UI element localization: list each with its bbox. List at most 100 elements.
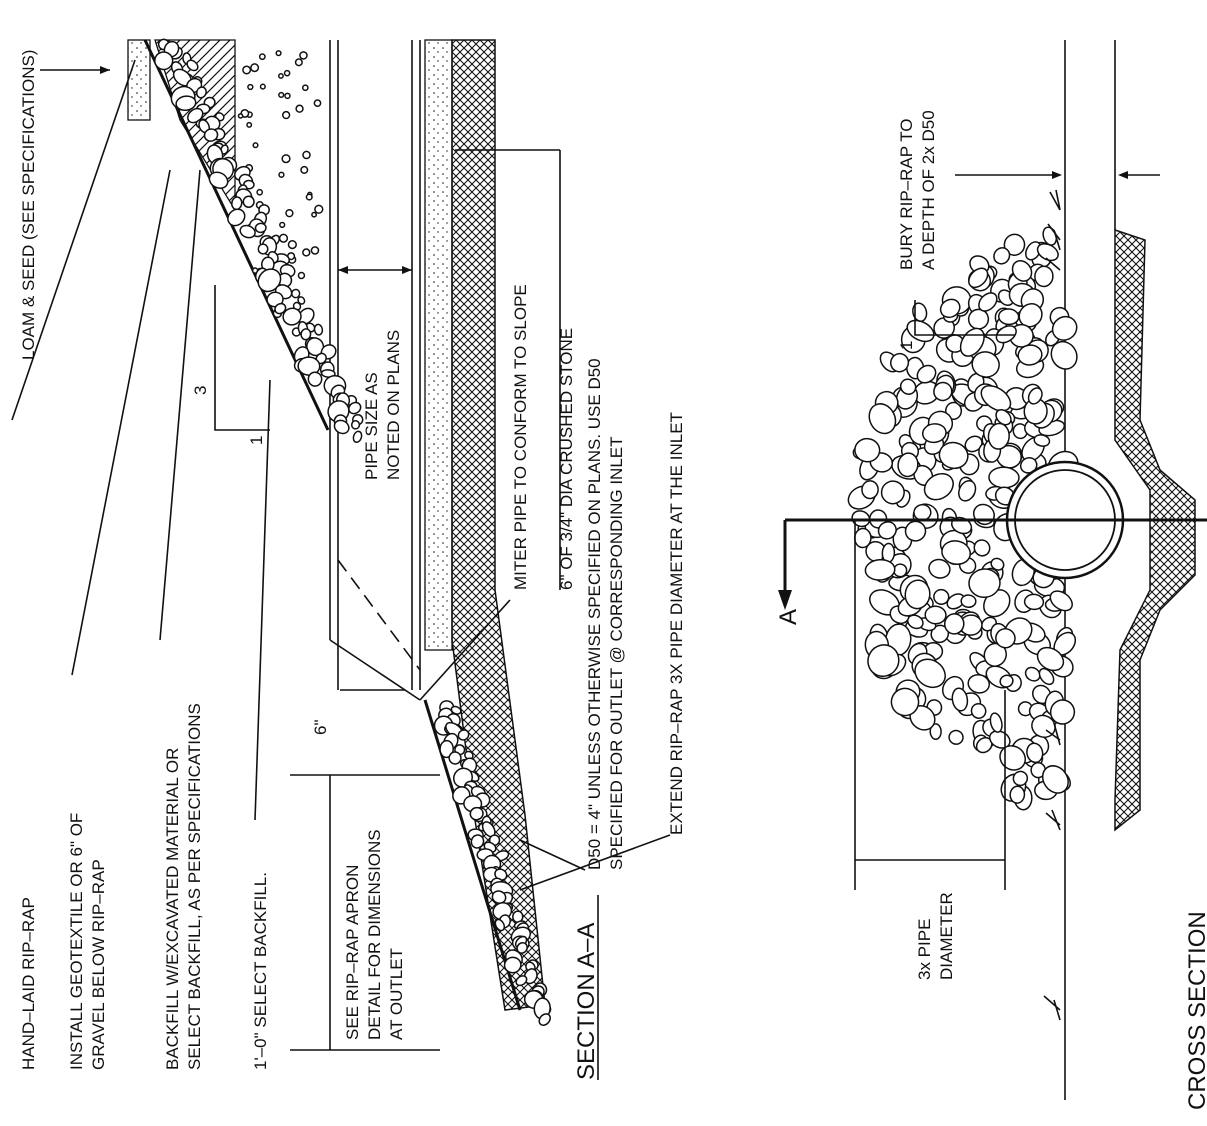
aggregate-dot <box>311 211 318 218</box>
riprap-stone <box>1012 770 1029 787</box>
riprap-stone <box>1033 434 1051 447</box>
d50-leader <box>519 839 586 871</box>
aggregate-dot <box>310 246 320 255</box>
riprap-stone <box>941 540 971 565</box>
pipe-size-label-2: NOTED ON PLANS <box>384 330 403 480</box>
riprap-stone <box>282 307 302 326</box>
geotextile-label-1: INSTALL GEOTEXTILE OR 6" OF <box>67 813 86 1070</box>
riprap-stone <box>333 419 350 435</box>
aggregate-dot <box>278 233 289 243</box>
riprap-stone <box>990 557 1005 571</box>
riprap-stone <box>912 302 928 322</box>
slope-rise-label: 1 <box>247 436 266 445</box>
riprap-stone <box>1026 742 1044 764</box>
riprap-stone <box>195 86 207 99</box>
riprap-stone <box>448 751 462 765</box>
aggregate-dot <box>242 65 252 75</box>
pipe-diameter-label-1: 3x PIPE <box>915 919 934 980</box>
aggregate-dot <box>297 271 306 280</box>
riprap-stone <box>880 480 905 505</box>
aggregate-dot <box>284 92 291 100</box>
section-aa-detail: HAND–LAID RIP–RAP INSTALL GEOTEXTILE OR … <box>11 38 686 1080</box>
slope-run-label: 3 <box>191 386 210 395</box>
riprap-stone <box>503 956 522 974</box>
backfill-leader <box>159 169 201 641</box>
riprap-stone <box>914 658 946 689</box>
riprap-stone <box>906 319 935 343</box>
riprap-stone <box>933 381 953 402</box>
riprap-stone <box>980 385 1012 412</box>
riprap-stone <box>1009 785 1026 804</box>
riprap-stone <box>307 371 323 387</box>
riprap-stone <box>960 594 977 609</box>
aggregate-dot <box>246 121 253 128</box>
backfill-label-1: BACKFILL W/EXCAVATED MATERIAL OR <box>163 748 182 1070</box>
riprap-stone <box>987 422 1010 450</box>
riprap-stone <box>254 222 267 234</box>
riprap-stone <box>1050 340 1078 370</box>
aggregate-dot <box>277 72 284 79</box>
riprap-stone <box>899 378 917 395</box>
aggregate-dot <box>295 104 304 113</box>
cross-section-title: CROSS SECTION <box>1184 911 1207 1110</box>
slope-riprap <box>154 38 364 444</box>
riprap-stone <box>868 403 897 435</box>
aggregate-dot <box>285 208 294 218</box>
extend-leader <box>519 834 671 891</box>
riprap-stone <box>928 558 951 579</box>
riprap-stone <box>494 918 506 932</box>
aggregate-dot <box>299 51 308 60</box>
apron-label-3: AT OUTLET <box>387 948 406 1040</box>
riprap-stone <box>1051 315 1078 341</box>
bury-label-1: BURY RIP–RAP TO <box>897 119 916 271</box>
aggregate-dot <box>281 110 291 120</box>
riprap-stone <box>274 302 287 315</box>
aggregate-dot <box>278 171 285 178</box>
hand-laid-label: HAND–LAID RIP–RAP <box>19 897 38 1070</box>
aggregate-dot <box>314 204 324 214</box>
riprap-stone <box>175 95 197 112</box>
riprap-stone <box>227 208 246 227</box>
riprap-stone <box>988 466 1020 489</box>
riprap-stone <box>297 296 306 305</box>
aggregate-dot <box>301 84 309 92</box>
loam-strip <box>127 39 151 121</box>
riprap-stone <box>995 409 1012 426</box>
bury-label-2: A DEPTH OF 2x D50 <box>919 110 938 270</box>
riprap-stone <box>877 521 897 540</box>
apron-label-2: DETAIL FOR DIMENSIONS <box>365 829 384 1040</box>
riprap-stone <box>242 195 255 208</box>
extend-label: EXTEND RIP–RAP 3X PIPE DIAMETER AT THE I… <box>667 412 686 835</box>
aggregate-dot <box>302 248 311 257</box>
riprap-stone <box>904 520 927 542</box>
riprap-stone <box>208 171 229 189</box>
riprap-stone <box>1049 699 1076 725</box>
geotextile-label-2: GRAVEL BELOW RIP–RAP <box>89 859 108 1070</box>
aggregate-dot <box>313 99 322 108</box>
cross-slope-triangle <box>914 300 1015 336</box>
riprap-stone <box>257 243 269 255</box>
riprap-stone <box>350 420 361 430</box>
riprap-stone <box>978 292 998 312</box>
d50-label-1: D50 = 4" UNLESS OTHERWISE SPECIFIED ON P… <box>585 358 604 870</box>
miter-leader <box>419 599 511 701</box>
riprap-stone <box>469 806 484 821</box>
riprap-stone <box>967 308 990 330</box>
riprap-stone <box>186 59 199 72</box>
backfill-label-2: SELECT BACKFILL, AS PER SPECIFICATIONS <box>185 703 204 1070</box>
section-aa-title: SECTION A–A <box>573 923 600 1080</box>
riprap-stone <box>1034 265 1054 288</box>
riprap-stone <box>239 224 256 239</box>
riprap-stone <box>929 723 942 740</box>
riprap-stone <box>853 527 872 549</box>
aggregate-dot <box>302 150 311 160</box>
cross-section-detail: A BURY RIP–RAP TO A DEPTH OF 2x D50 1 3x… <box>775 40 1207 1110</box>
aggregate-dot <box>278 91 285 99</box>
apron-label-1: SEE RIP–RAP APRON <box>343 865 362 1040</box>
riprap-stone <box>854 437 881 463</box>
slope-ratio-triangle <box>214 285 270 431</box>
riprap-stone <box>968 568 1001 598</box>
aggregate-dot <box>305 193 313 201</box>
riprap-stone <box>864 558 896 581</box>
pipe-diameter-label-2: DIAMETER <box>937 892 956 980</box>
